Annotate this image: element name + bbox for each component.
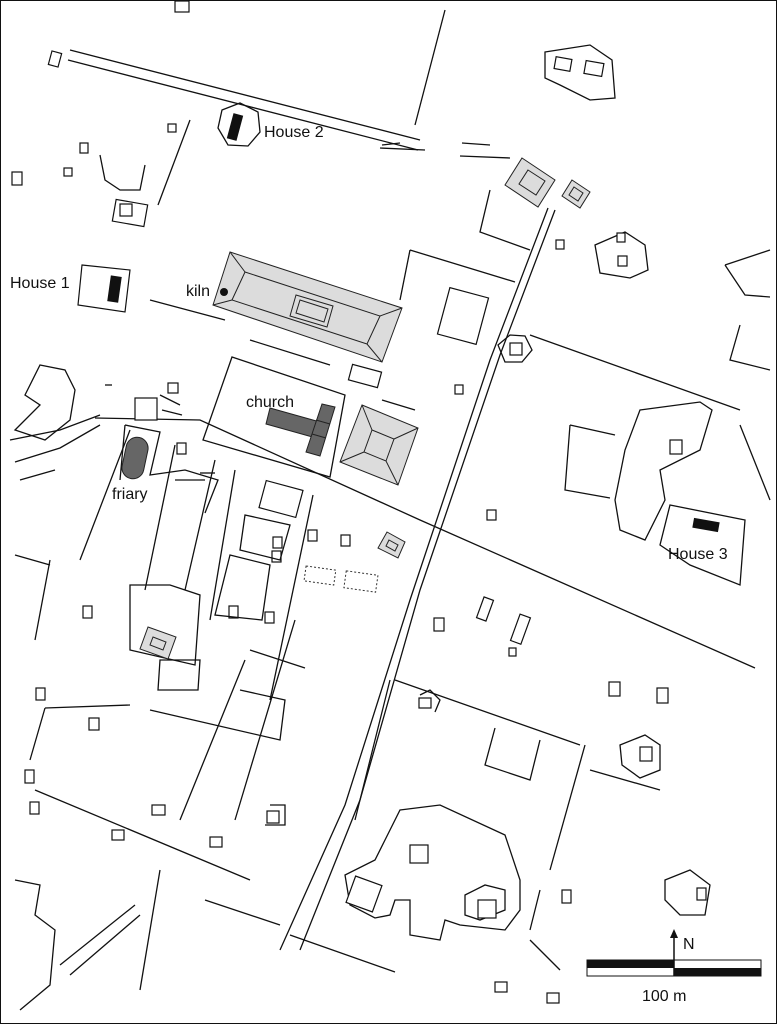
north-arrow: N <box>670 929 695 960</box>
house-2-enclosure <box>217 102 261 147</box>
house-3-building <box>692 517 720 533</box>
parcels <box>129 334 533 691</box>
house-1-enclosure <box>77 264 131 313</box>
church-enclosure <box>202 356 346 478</box>
small-structures <box>11 50 707 1004</box>
pyramid-structures <box>139 157 591 660</box>
house-3-label: House 3 <box>668 546 728 563</box>
house-2-label: House 2 <box>264 124 324 141</box>
house-1-label: House 1 <box>10 275 70 292</box>
friary-building <box>121 436 149 480</box>
north-arrow-icon <box>670 929 678 938</box>
kiln-marker <box>220 288 228 296</box>
dotted-structure <box>343 570 379 593</box>
kiln-label: kiln <box>186 283 210 300</box>
temple-platform <box>212 251 403 363</box>
church-building <box>265 403 336 457</box>
roads <box>9 9 771 1011</box>
church-label: church <box>246 394 294 411</box>
friary-label: friary <box>112 486 148 503</box>
scale-bar: 100 m <box>586 959 762 1005</box>
north-label: N <box>683 936 695 953</box>
friary-enclosure <box>124 424 219 514</box>
structure <box>174 0 190 13</box>
house-2-building <box>226 113 244 141</box>
dotted-structure <box>303 565 337 586</box>
house-1-building <box>107 275 122 303</box>
scale-label: 100 m <box>642 988 686 1005</box>
enclosures <box>13 44 746 941</box>
